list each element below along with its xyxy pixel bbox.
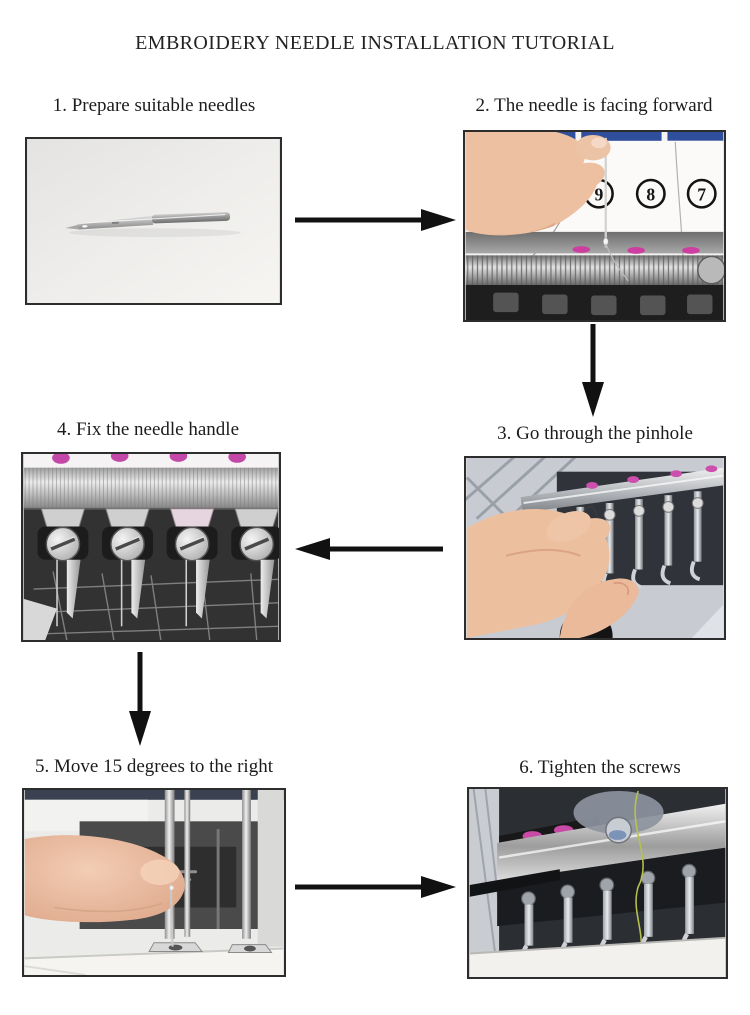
step-3-caption: 3. Go through the pinhole [497,423,693,444]
step-2-caption: 2. The needle is facing forward [475,95,713,116]
threading-hands-photo-illustration [466,458,724,638]
tighten-screws-photo-illustration [469,789,726,977]
step-5-caption: 5. Move 15 degrees to the right [35,756,273,777]
down-arrow-icon [582,324,604,417]
step-1-photo [25,137,282,305]
panel-number-9: 9 [595,185,604,205]
panel-number-7: 7 [697,185,706,205]
step-1-caption: 1. Prepare suitable needles [52,95,256,116]
arrow-step2-to-step3 [578,324,608,419]
arrow-step1-to-step2 [293,205,458,235]
numbered-panel-photo-illustration: 9 8 7 [465,132,724,320]
needle-clamps-photo-illustration [23,454,279,640]
step-6-caption: 6. Tighten the screws [519,757,681,778]
step-3-photo [464,456,726,640]
needle-photo-illustration [28,139,279,303]
panel-number-8: 8 [646,185,655,205]
step-4-caption: 4. Fix the needle handle [56,419,240,440]
step-2-photo: 9 8 7 [463,130,726,322]
step-6-photo [467,787,728,979]
right-arrow-icon [295,209,456,231]
arrow-step3-to-step4 [293,534,445,564]
step-4-photo [21,452,281,642]
finger-adjust-photo-illustration [24,790,284,975]
arrow-step5-to-step6 [293,872,458,902]
step-5-photo [22,788,286,977]
down-arrow-icon [129,652,151,746]
page-title: EMBROIDERY NEEDLE INSTALLATION TUTORIAL [135,32,615,54]
arrow-step4-to-step5 [125,652,155,748]
right-arrow-icon [295,876,456,898]
left-arrow-icon [295,538,443,560]
